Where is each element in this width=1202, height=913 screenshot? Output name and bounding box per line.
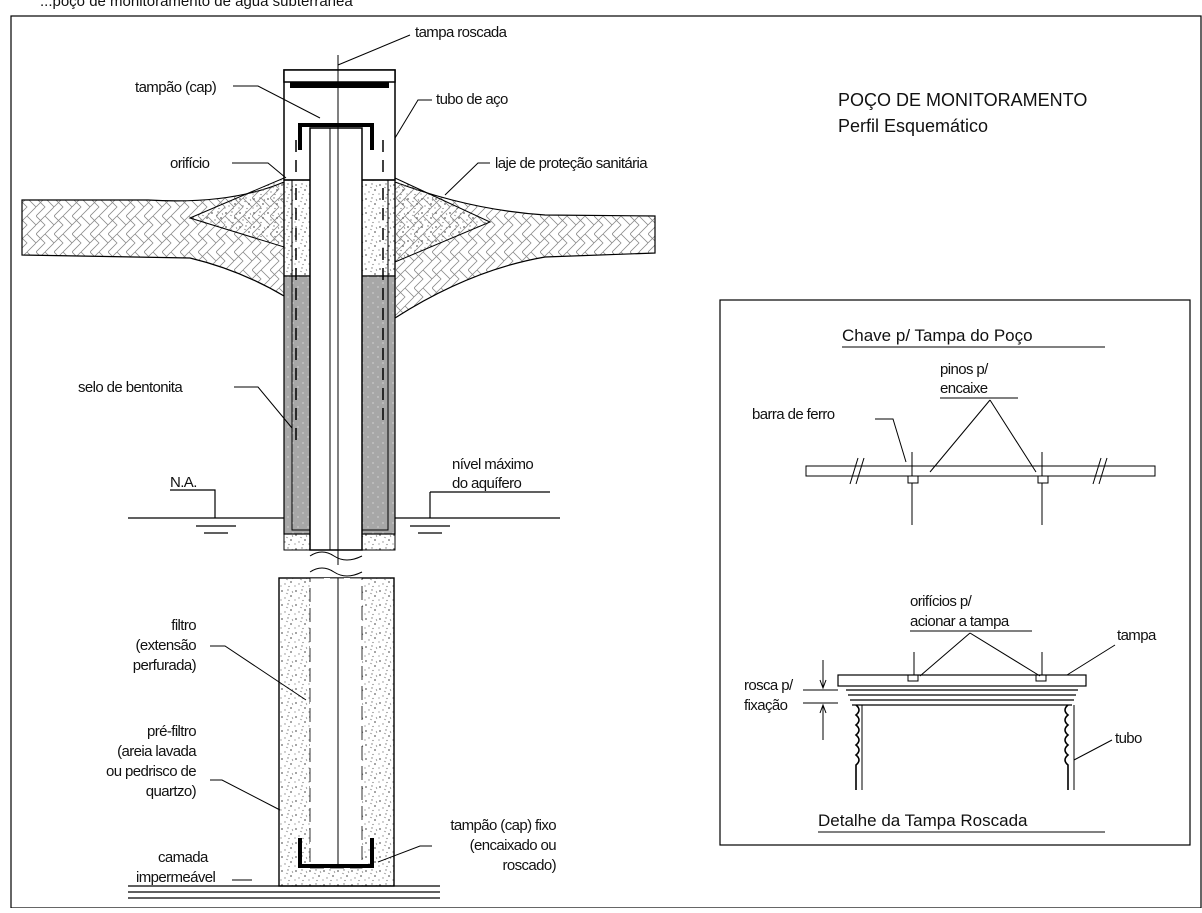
key-bar [805, 399, 1156, 525]
inset-title: Chave p/ Tampa do Poço [842, 326, 1033, 345]
label-camada-2: impermeável [136, 869, 216, 886]
inset-orificios-1: orifícios p/ [910, 593, 973, 610]
label-filtro-2: (extensão [136, 637, 197, 654]
inset-barra: barra de ferro [752, 406, 835, 423]
label-nivel-1: nível máximo [452, 456, 533, 473]
label-filtro-3: perfurada) [133, 657, 197, 674]
inset-pinos-1: pinos p/ [940, 361, 989, 378]
cap-detail [803, 632, 1116, 790]
label-tampao-fixo-3: roscado) [502, 857, 556, 874]
label-filtro-1: filtro [171, 617, 196, 634]
inset-pinos-2: encaixe [940, 380, 988, 397]
inset-tampa: tampa [1117, 627, 1157, 644]
label-selo: selo de bentonita [78, 379, 183, 396]
inset-panel: Chave p/ Tampa do Poço pinos p/ encaixe … [719, 299, 1191, 846]
inset-rosca-2: fixação [744, 697, 788, 714]
label-prefiltro-3: ou pedrisco de [106, 763, 196, 780]
inset-orificios-2: acionar a tampa [910, 613, 1010, 630]
upper-well [283, 55, 396, 577]
label-tampao-cap: tampão (cap) [135, 79, 217, 96]
label-na: N.A. [170, 474, 197, 491]
label-laje: laje de proteção sanitária [495, 155, 648, 172]
inset-rosca-1: rosca p/ [744, 677, 794, 694]
label-prefiltro-4: quartzo) [146, 783, 197, 800]
label-tampao-fixo-1: tampão (cap) fixo [450, 817, 556, 834]
label-tampao-fixo-2: (encaixado ou [470, 837, 557, 854]
title-line1: POÇO DE MONITORAMENTO [838, 90, 1087, 110]
label-tampa-roscada: tampa roscada [415, 24, 508, 41]
label-prefiltro-2: (areia lavada [117, 743, 197, 760]
label-camada-1: camada [158, 849, 209, 866]
sanitary-slab [188, 177, 492, 263]
water-table [128, 489, 560, 534]
label-nivel-2: do aquífero [452, 475, 522, 492]
header-caption: ...poço de monitoramento de água subterr… [40, 0, 353, 10]
labels: tampa roscada tampão (cap) tubo de aço o… [78, 24, 649, 886]
leader-lines [210, 34, 490, 881]
inset-footer: Detalhe da Tampa Roscada [818, 811, 1028, 830]
title-line2: Perfil Esquemático [838, 116, 988, 136]
lower-well [128, 577, 440, 899]
label-prefiltro-1: pré-filtro [147, 723, 196, 740]
label-orificio: orifício [170, 155, 210, 172]
inset-tubo: tubo [1115, 730, 1142, 747]
label-tubo-de-aco: tubo de aço [436, 91, 508, 108]
